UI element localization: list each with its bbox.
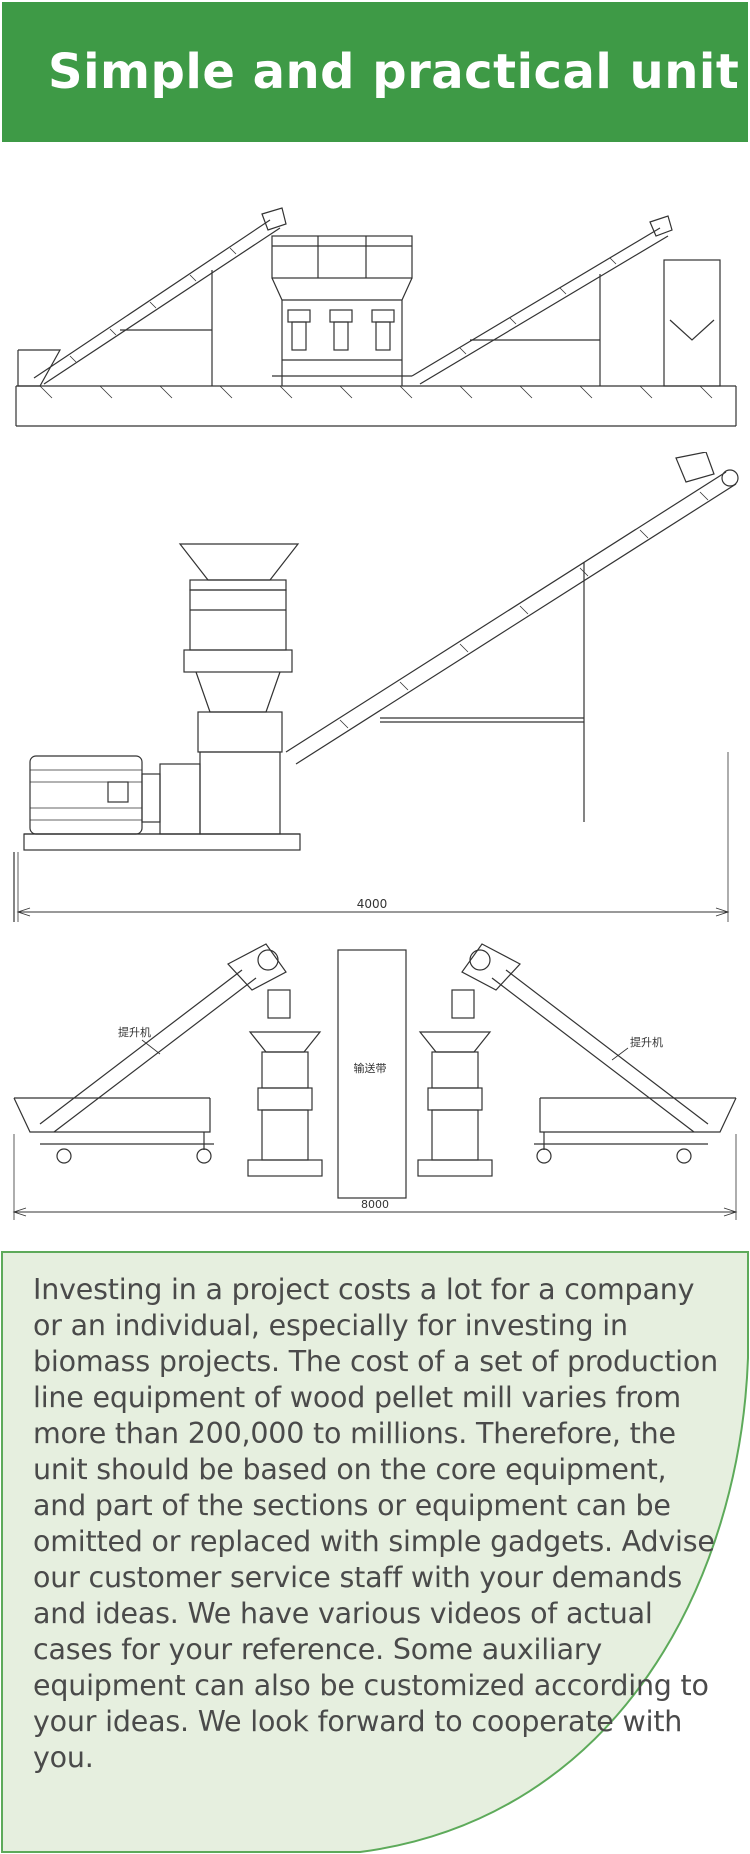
dimension-8000: 8000: [361, 1198, 389, 1211]
header-banner: Simple and practical unit: [2, 2, 748, 142]
left-elevator-label: 提升机: [118, 1025, 151, 1039]
page-title: Simple and practical unit: [48, 44, 740, 100]
dual-line-drawing: 提升机 输送带 提升机 8000: [12, 943, 738, 1220]
dimension-4000: 4000: [357, 897, 388, 911]
pellet-mill-drawing: 4000: [13, 452, 739, 922]
description-text: Investing in a project costs a lot for a…: [33, 1273, 718, 1774]
description-panel-bg: [1, 1251, 749, 1853]
right-elevator-label: 提升机: [630, 1035, 663, 1049]
production-line-drawing: [15, 207, 737, 427]
center-conveyor-label: 输送带: [354, 1061, 387, 1075]
